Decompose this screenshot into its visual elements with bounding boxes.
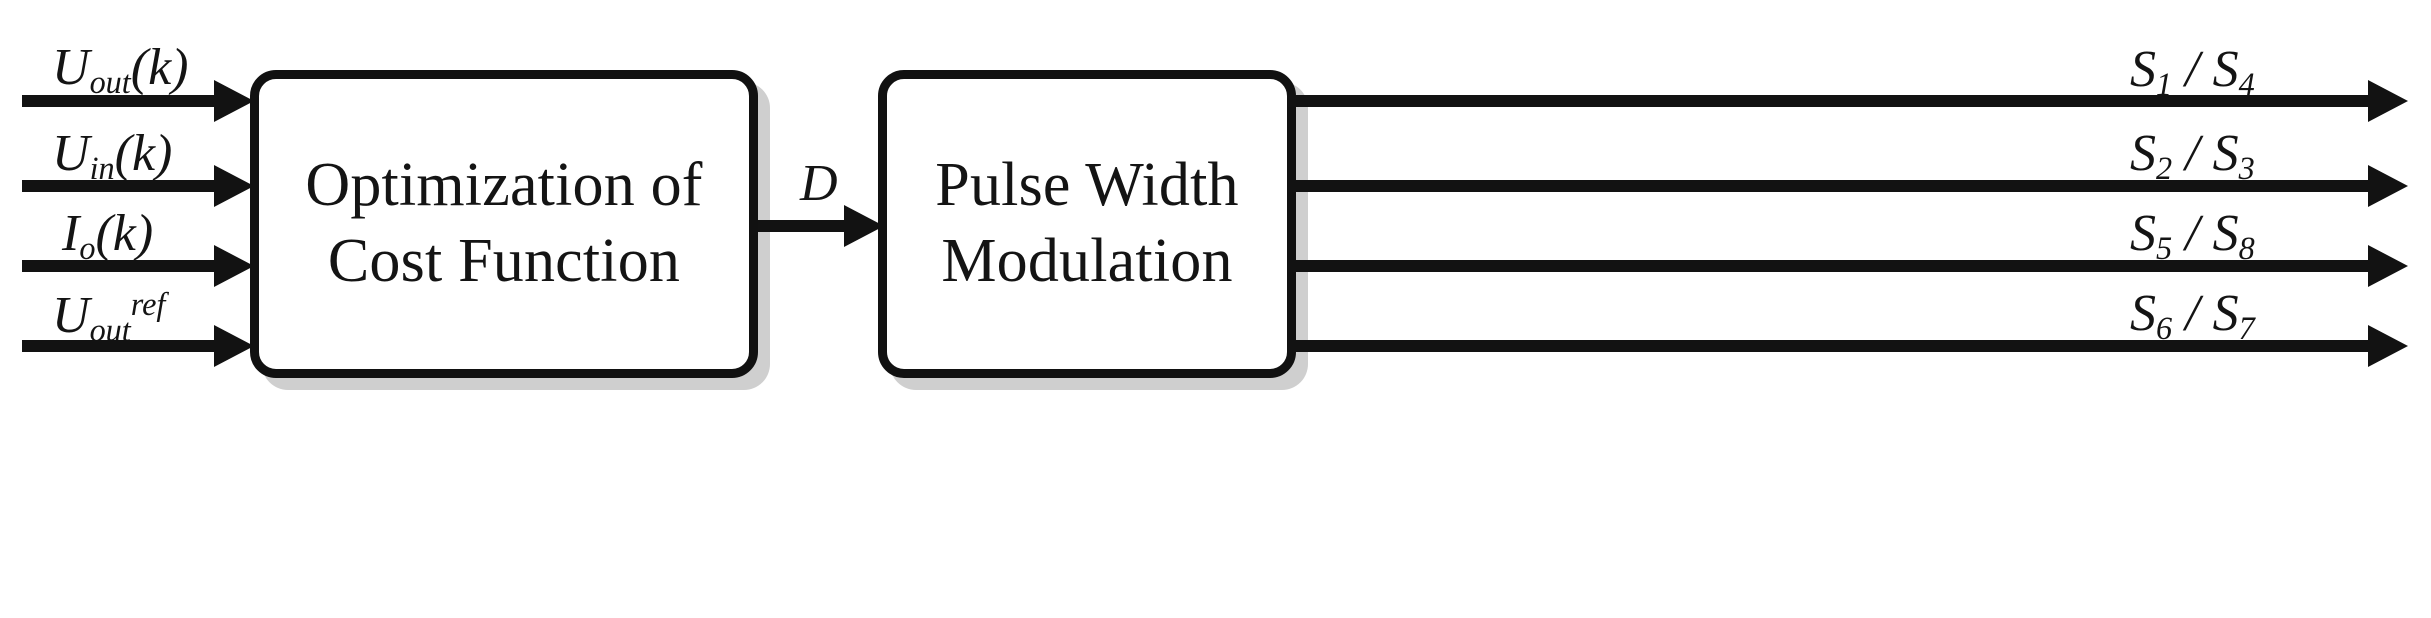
arrow-head (214, 165, 254, 207)
input-label-io-k: Io(k) (62, 205, 154, 267)
output-label-first-subscript: 2 (2156, 150, 2173, 187)
output-label-second-subscript: 3 (2238, 150, 2255, 187)
input-label-base: U (52, 286, 90, 344)
output-label-second: S (2212, 285, 2239, 342)
input-label-tail: (k) (130, 39, 189, 96)
output-label-second-subscript: 4 (2238, 66, 2255, 103)
output-label-first: S (2130, 125, 2156, 182)
arrow-head (844, 205, 884, 247)
output-label-first-subscript: 6 (2156, 310, 2173, 347)
optimization-block-line-1: Optimization of (305, 151, 703, 220)
output-label-separator: / (2185, 125, 2200, 182)
input-label-base: I (62, 205, 80, 262)
input-label-base: U (52, 39, 90, 96)
arrow-shaft (758, 220, 848, 232)
arrow-shaft (1288, 260, 2372, 272)
output-label-first: S (2130, 285, 2156, 342)
arrow-head (2368, 325, 2408, 367)
output-label-s1-s4: S1 / S4 (2130, 41, 2255, 103)
output-label-s5-s8: S5 / S8 (2130, 205, 2255, 267)
arrow-head (2368, 245, 2408, 287)
output-label-second: S (2212, 125, 2239, 182)
arrow-shaft (1288, 180, 2372, 192)
output-label-s2-s3: S2 / S3 (2130, 125, 2255, 187)
optimization-block-line-2: Cost Function (327, 227, 681, 295)
input-label-superscript: ref (130, 286, 166, 322)
pwm-block[interactable]: Pulse Width Modulation (878, 70, 1296, 378)
output-label-second: S (2212, 205, 2239, 262)
input-label-uout-ref: Uoutref (52, 288, 165, 346)
input-label-uin-k: Uin(k) (52, 125, 173, 187)
input-label-base: U (52, 125, 90, 182)
interconnect-label-d: D (800, 155, 838, 212)
input-label-subscript: o (79, 230, 96, 267)
arrow-shaft (1288, 95, 2372, 107)
arrow-shaft (22, 260, 218, 272)
output-label-first-subscript: 5 (2156, 230, 2173, 267)
output-label-separator: / (2185, 285, 2200, 342)
arrow-head (2368, 80, 2408, 122)
output-label-separator: / (2185, 41, 2200, 98)
input-label-uout-k: Uout(k) (52, 39, 189, 101)
input-label-subscript: in (89, 150, 115, 187)
arrow-shaft (1288, 340, 2372, 352)
arrow-head (2368, 165, 2408, 207)
optimization-block[interactable]: Optimization of Cost Function (250, 70, 758, 378)
arrow-head (214, 80, 254, 122)
arrow-head (214, 325, 254, 367)
arrow-shaft (22, 95, 218, 107)
input-label-tail: (k) (114, 125, 173, 182)
output-label-first: S (2130, 205, 2156, 262)
output-label-first-subscript: 1 (2156, 66, 2173, 103)
arrow-shaft (22, 180, 218, 192)
arrow-head (214, 245, 254, 287)
output-label-first: S (2130, 41, 2156, 98)
pwm-block-line-2: Modulation (941, 227, 1233, 295)
output-label-second-subscript: 7 (2238, 310, 2255, 347)
output-label-second: S (2212, 41, 2239, 98)
output-label-separator: / (2185, 205, 2200, 262)
pwm-block-line-1: Pulse Width (935, 151, 1239, 220)
output-label-second-subscript: 8 (2238, 230, 2255, 267)
arrow-shaft (22, 340, 218, 352)
input-label-subscript: out (89, 64, 131, 101)
input-label-tail: (k) (95, 205, 154, 262)
output-label-s6-s7: S6 / S7 (2130, 285, 2255, 347)
